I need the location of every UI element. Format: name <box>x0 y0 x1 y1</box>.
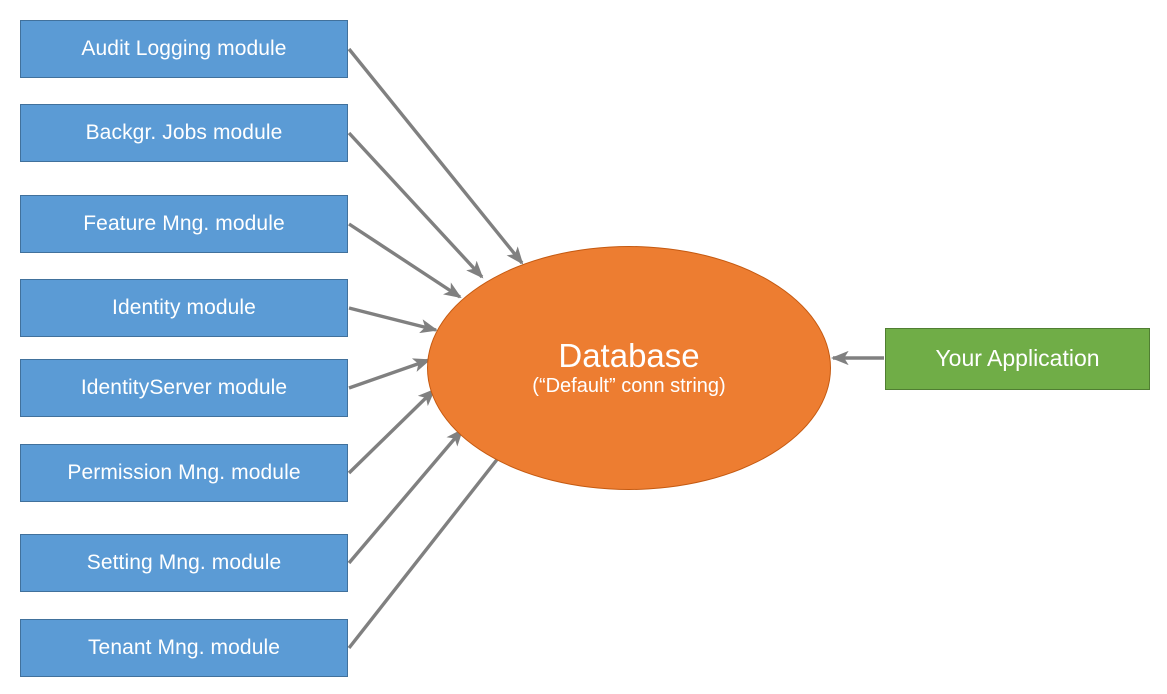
connector-identity-to-database <box>348 306 438 334</box>
database-subtitle: (“Default” conn string) <box>532 375 726 398</box>
module-box-label: IdentityServer module <box>80 376 288 400</box>
connector-audit-logging-to-database <box>347 47 524 265</box>
module-box-label: Setting Mng. module <box>86 551 282 575</box>
database-node[interactable]: Database (“Default” conn string) <box>427 246 831 490</box>
your-application-node[interactable]: Your Application <box>885 328 1150 390</box>
connector-setting-mng-to-database <box>347 428 464 565</box>
connector-background-jobs-to-database <box>347 131 484 279</box>
module-box-label: Permission Mng. module <box>67 461 301 485</box>
module-box-feature-management[interactable]: Feature Mng. module <box>20 195 348 253</box>
connector-tenant-mng-to-database <box>347 441 512 650</box>
module-box-label: Backgr. Jobs module <box>85 121 283 145</box>
module-box-background-jobs[interactable]: Backgr. Jobs module <box>20 104 348 162</box>
module-box-label: Identity module <box>112 296 256 320</box>
module-box-identity-server[interactable]: IdentityServer module <box>20 359 348 417</box>
your-application-label: Your Application <box>935 345 1100 372</box>
database-title: Database <box>558 336 700 374</box>
module-box-label: Feature Mng. module <box>83 212 285 236</box>
module-box-identity[interactable]: Identity module <box>20 279 348 337</box>
module-box-setting-mng[interactable]: Setting Mng. module <box>20 534 348 592</box>
module-box-label: Audit Logging module <box>81 37 287 61</box>
module-box-permission-mng[interactable]: Permission Mng. module <box>20 444 348 502</box>
module-box-label: Tenant Mng. module <box>87 636 281 660</box>
connector-permission-mng-to-database <box>347 388 436 475</box>
module-box-audit-logging[interactable]: Audit Logging module <box>20 20 348 78</box>
module-box-tenant-mng[interactable]: Tenant Mng. module <box>20 619 348 677</box>
connector-feature-management-to-database <box>348 222 462 299</box>
connector-identity-server-to-database <box>348 358 431 390</box>
